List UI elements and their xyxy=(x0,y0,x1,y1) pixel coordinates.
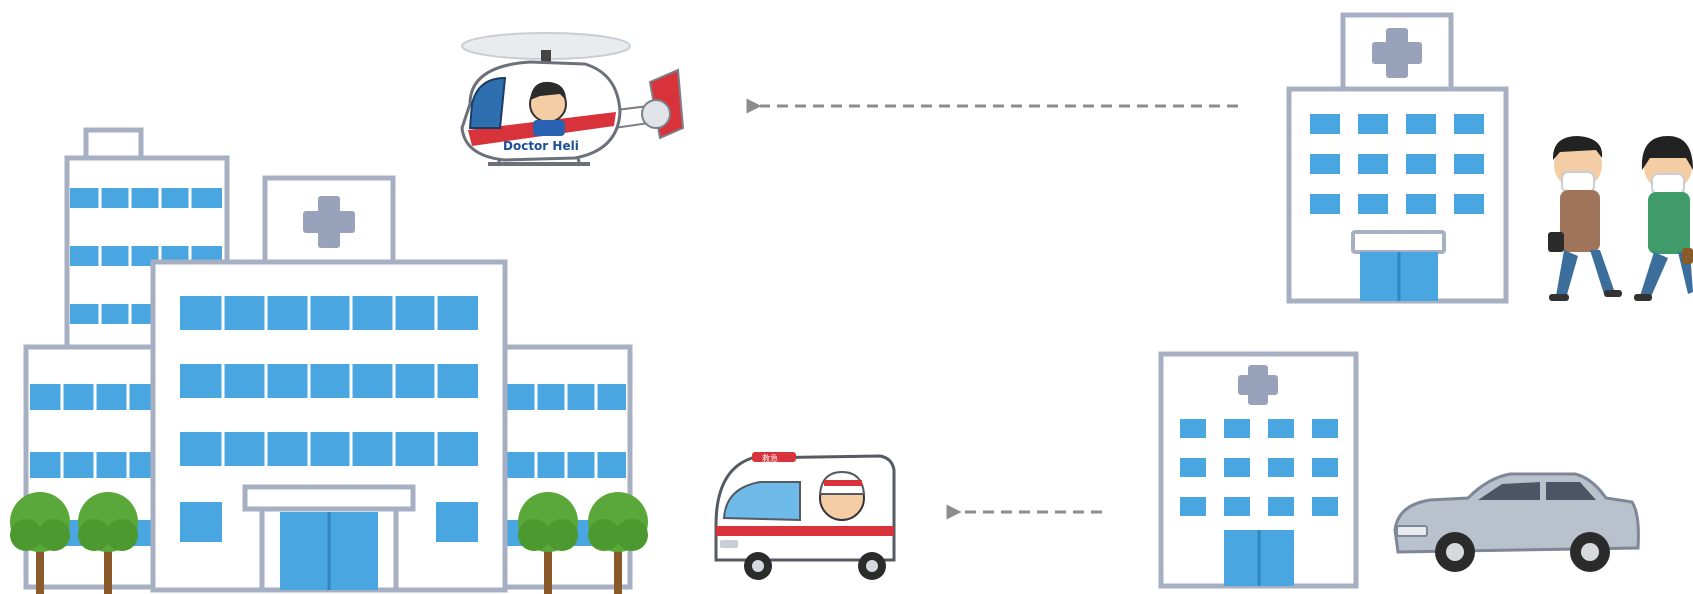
heli-body-label: Doctor Heli xyxy=(503,139,579,153)
walking-patients-icon xyxy=(1548,136,1693,301)
doctor-helicopter-icon: Doctor Heli xyxy=(462,33,683,166)
medium-hospital-icon xyxy=(1289,15,1506,301)
taxi-icon xyxy=(1395,474,1638,572)
small-clinic-icon xyxy=(1161,354,1356,586)
ambulance-roof-sign: 救急 xyxy=(762,453,778,463)
large-hospital-icon xyxy=(10,130,648,594)
patient-woman xyxy=(1634,136,1693,301)
ambulance-icon: 救急 xyxy=(716,452,894,580)
patient-man xyxy=(1548,136,1622,301)
